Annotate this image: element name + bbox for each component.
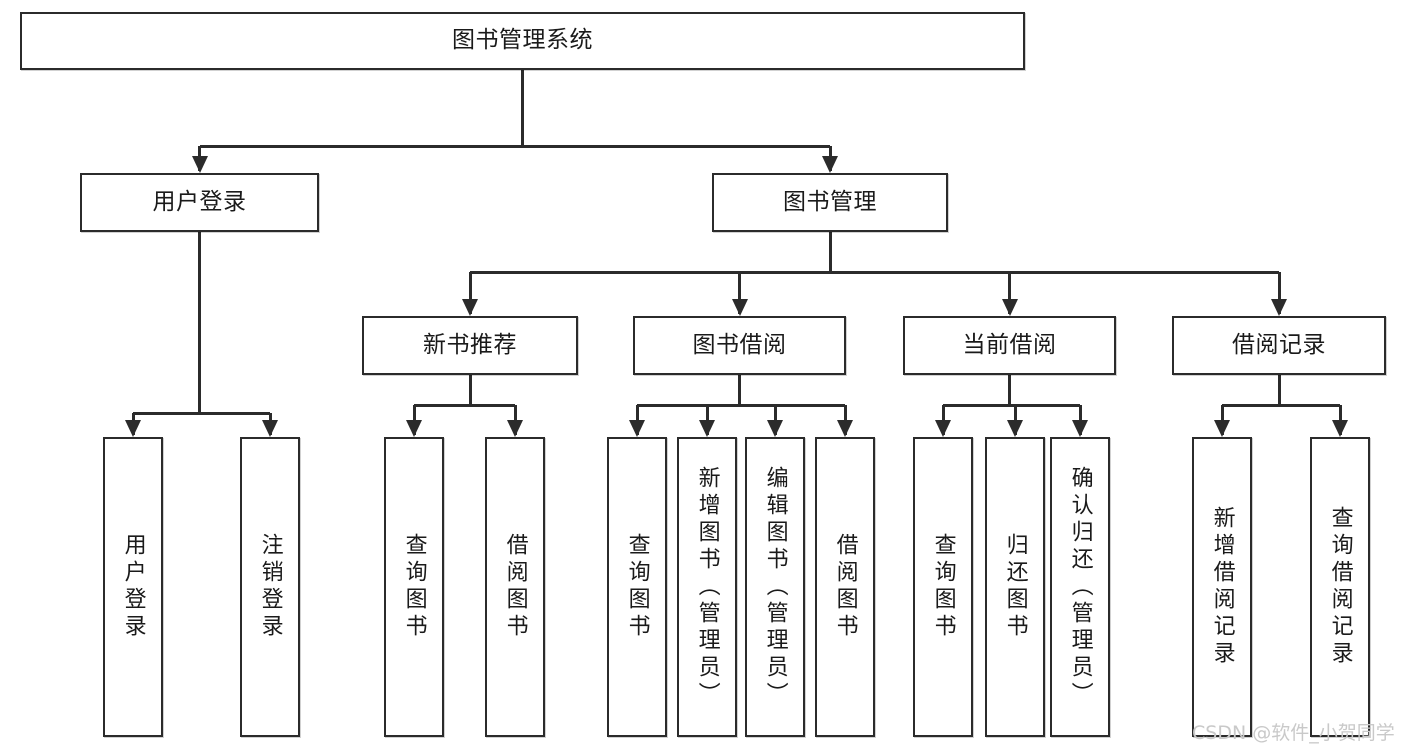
node-leaf-6[interactable]: 编辑图书（管理员）: [745, 437, 805, 737]
arrowhead-to-leaf-3-2: [1072, 420, 1088, 437]
edge-root-stem: [521, 70, 524, 146]
node-level2-1[interactable]: 图书管理: [712, 173, 948, 232]
arrowhead-to-leaf-3-1: [1007, 420, 1023, 437]
node-level3-0-label: 新书推荐: [423, 331, 517, 358]
edge-leafbus-stem-4: [1277, 375, 1281, 405]
edge-leafbus-1: [414, 403, 515, 407]
node-leaf-12[interactable]: 查询借阅记录: [1310, 437, 1370, 737]
node-leaf-7-label: 借阅图书: [832, 533, 858, 641]
node-leaf-1-label: 注销登录: [257, 533, 283, 641]
node-leaf-11-label: 新增借阅记录: [1209, 506, 1235, 668]
arrowhead-to-leaf-4-1: [1332, 420, 1348, 437]
node-leaf-6-label: 编辑图书（管理员）: [762, 465, 788, 709]
node-leaf-3-label: 借阅图书: [502, 533, 528, 641]
arrowhead-to-leaf-1-1: [507, 420, 523, 437]
arrowhead-to-leaf-2-2: [767, 420, 783, 437]
node-level3-3[interactable]: 借阅记录: [1172, 316, 1386, 375]
node-level3-3-label: 借阅记录: [1232, 331, 1326, 358]
node-leaf-11[interactable]: 新增借阅记录: [1192, 437, 1252, 737]
node-leaf-0-label: 用户登录: [120, 533, 146, 641]
arrowhead-to-leaf-2-3: [837, 420, 853, 437]
edge-mgmt-to-l3-1: [738, 272, 741, 314]
node-level2-0-label: 用户登录: [152, 188, 247, 215]
node-leaf-0[interactable]: 用户登录: [103, 437, 163, 737]
node-level3-1[interactable]: 图书借阅: [633, 316, 846, 375]
node-level2-1-label: 图书管理: [783, 188, 877, 215]
node-leaf-10[interactable]: 确认归还（管理员）: [1050, 437, 1110, 737]
arrowhead-mgmt-to-l3-3: [1271, 299, 1287, 316]
arrowhead-to-leaf-2-1: [699, 420, 715, 437]
edge-mgmt-to-l3-3: [1277, 272, 1281, 314]
node-leaf-9[interactable]: 归还图书: [985, 437, 1045, 737]
arrowhead-root-to-l2-1: [822, 156, 838, 173]
arrowhead-to-leaf-0-1: [262, 420, 278, 437]
arrowhead-to-leaf-1-0: [406, 420, 422, 437]
node-leaf-7[interactable]: 借阅图书: [815, 437, 875, 737]
edge-leafbus-2: [637, 403, 845, 407]
node-root[interactable]: 图书管理系统: [20, 12, 1025, 70]
edge-leafbus-stem-0: [198, 232, 201, 413]
node-leaf-2[interactable]: 查询图书: [384, 437, 444, 737]
edge-mgmt-bus: [470, 270, 1279, 274]
edge-leafbus-stem-2: [738, 375, 741, 405]
node-leaf-4-label: 查询图书: [624, 533, 650, 641]
arrowhead-to-leaf-4-0: [1214, 420, 1230, 437]
node-leaf-2-label: 查询图书: [401, 533, 427, 641]
node-level3-2-label: 当前借阅: [962, 331, 1057, 358]
edge-leafbus-3: [943, 403, 1080, 407]
edge-mgmt-stem: [828, 232, 832, 272]
arrowhead-mgmt-to-l3-0: [462, 299, 478, 316]
node-leaf-8[interactable]: 查询图书: [913, 437, 973, 737]
node-level2-0[interactable]: 用户登录: [80, 173, 319, 232]
edge-leafbus-stem-1: [468, 375, 472, 405]
node-leaf-12-label: 查询借阅记录: [1327, 506, 1353, 668]
edge-leafbus-4: [1222, 403, 1340, 407]
node-leaf-10-label: 确认归还（管理员）: [1067, 465, 1093, 709]
edge-mgmt-to-l3-0: [468, 272, 472, 314]
node-leaf-5-label: 新增图书（管理员）: [694, 465, 720, 709]
node-level3-0[interactable]: 新书推荐: [362, 316, 578, 375]
node-leaf-4[interactable]: 查询图书: [607, 437, 667, 737]
arrowhead-to-leaf-2-0: [629, 420, 645, 437]
node-leaf-3[interactable]: 借阅图书: [485, 437, 545, 737]
arrowhead-to-leaf-0-0: [125, 420, 141, 437]
node-root-label: 图书管理系统: [452, 27, 593, 54]
node-leaf-5[interactable]: 新增图书（管理员）: [677, 437, 737, 737]
arrowhead-mgmt-to-l3-1: [731, 299, 748, 316]
node-level3-1-label: 图书借阅: [692, 331, 787, 358]
edge-root-bus: [199, 144, 830, 148]
node-leaf-8-label: 查询图书: [930, 533, 956, 641]
edge-leafbus-0: [133, 411, 270, 415]
node-level3-2[interactable]: 当前借阅: [903, 316, 1116, 375]
node-leaf-9-label: 归还图书: [1002, 533, 1028, 641]
csdn-watermark: CSDN @软件_小贺同学: [1192, 722, 1395, 744]
arrowhead-root-to-l2-0: [191, 156, 208, 173]
arrowhead-mgmt-to-l3-2: [1001, 299, 1018, 316]
arrowhead-to-leaf-3-0: [935, 420, 951, 437]
node-leaf-1[interactable]: 注销登录: [240, 437, 300, 737]
edge-mgmt-to-l3-2: [1008, 272, 1011, 314]
edge-leafbus-stem-3: [1008, 375, 1011, 405]
